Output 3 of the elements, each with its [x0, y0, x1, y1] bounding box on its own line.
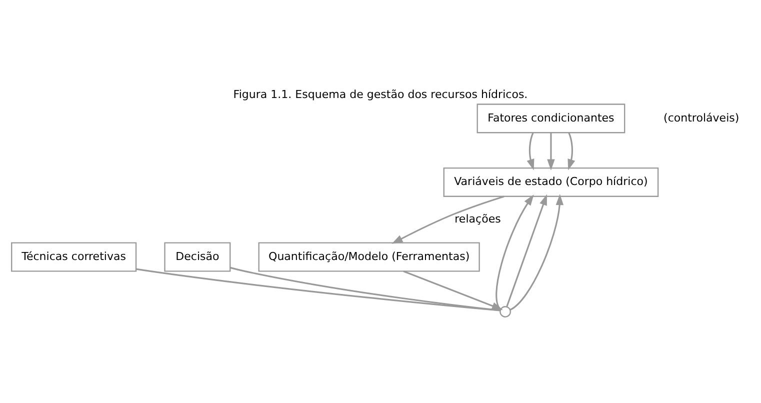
label: (controláveis)	[664, 111, 740, 124]
diagram-title: Figura 1.1. Esquema de gestão dos recursos hídricos.	[233, 88, 528, 102]
edge-label: relações	[454, 212, 501, 226]
